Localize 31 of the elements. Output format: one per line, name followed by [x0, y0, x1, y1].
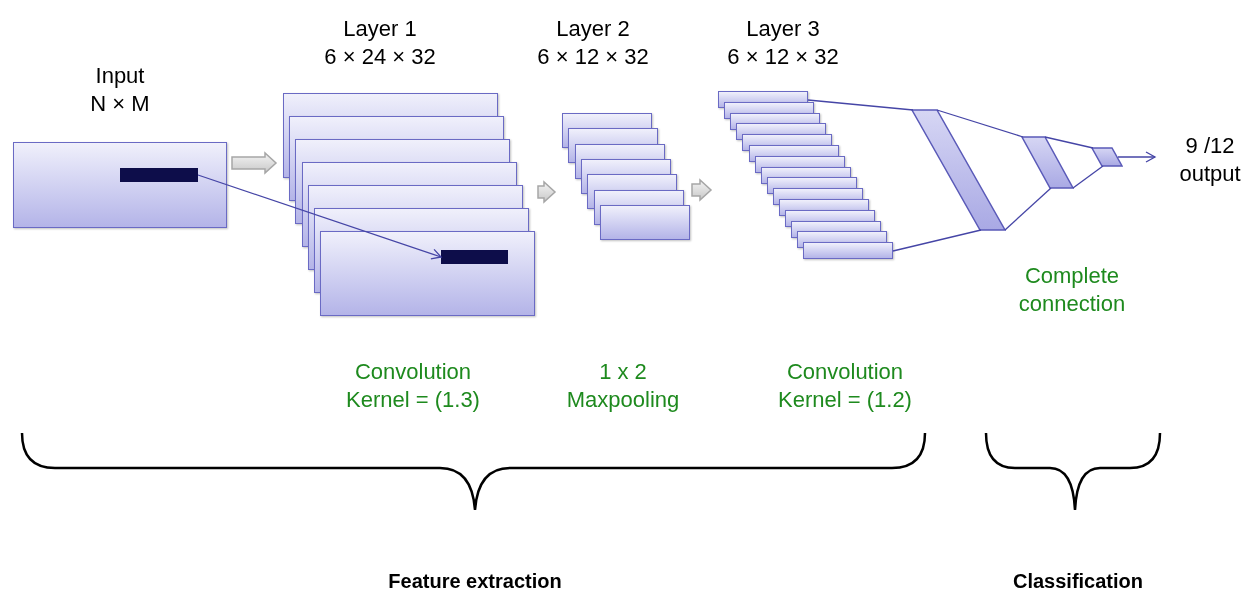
layer-heading: N × M — [90, 90, 150, 118]
kernel-patch — [120, 168, 198, 182]
operation-label: Complete connection — [1017, 262, 1127, 318]
connection-line — [807, 99, 914, 111]
section-label: Classification — [1011, 569, 1144, 594]
layer-heading: Layer 1 — [343, 15, 417, 43]
operation-label: Convolution Kernel = (1.3) — [345, 358, 481, 414]
connection-line — [1004, 187, 1052, 231]
connection-line — [1072, 165, 1104, 189]
arrow — [1117, 151, 1156, 163]
layer-heading: Input — [95, 62, 145, 90]
connection-line — [892, 229, 982, 252]
section-label: Feature extraction — [387, 569, 563, 594]
dense-layer — [1021, 136, 1074, 189]
layer-heading: 6 × 24 × 32 — [324, 43, 436, 71]
dense-layer — [911, 109, 1006, 231]
dense-layer — [1091, 147, 1123, 167]
output-label: 9 /12 output — [1178, 132, 1242, 188]
operation-label: Convolution Kernel = (1.2) — [777, 358, 913, 414]
arrow — [197, 174, 442, 260]
block-arrow — [231, 151, 278, 175]
layer-heading: Layer 3 — [746, 15, 820, 43]
block-arrow — [691, 178, 713, 202]
kernel-patch — [441, 250, 508, 264]
operation-label: 1 x 2 Maxpooling — [565, 358, 681, 414]
connection-line — [936, 109, 1024, 138]
layer-heading: 6 × 12 × 32 — [727, 43, 839, 71]
layer-heading: Layer 2 — [556, 15, 630, 43]
layer-heading: 6 × 12 × 32 — [537, 43, 649, 71]
block-arrow — [537, 180, 557, 204]
connection-line — [1044, 136, 1094, 149]
